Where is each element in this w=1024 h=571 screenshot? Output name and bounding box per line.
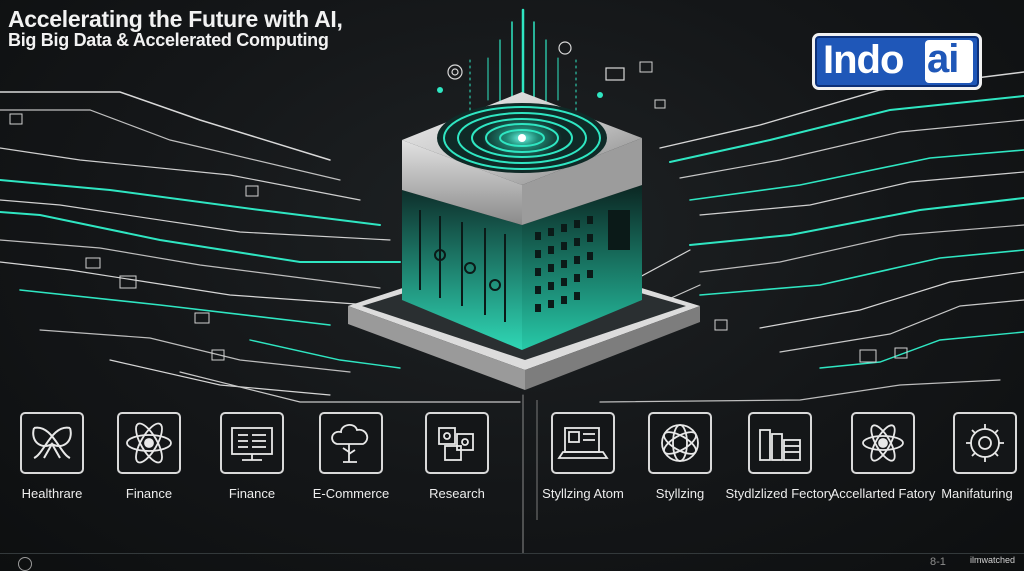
- cubes-icon: [438, 427, 474, 461]
- industry-label: Manifaturing: [941, 486, 1013, 501]
- industry-tile-accelerated-factory: [851, 412, 915, 474]
- industry-label: Styllzing: [655, 486, 705, 501]
- books-icon: [759, 429, 801, 461]
- atom-icon: [862, 424, 904, 462]
- processor-cube: [402, 185, 642, 350]
- industry-label: Finance: [228, 486, 276, 501]
- footer-circle-icon: [18, 557, 32, 571]
- left-circuit-traces: [0, 91, 521, 403]
- industry-tile-styllzing: [648, 412, 712, 474]
- tree-icon: [331, 424, 369, 463]
- industry-label: Finance: [125, 486, 173, 501]
- right-circuit-traces: [469, 61, 1024, 403]
- industry-label: Stydlzlized Fectory: [725, 486, 835, 501]
- knot-icon: [32, 426, 72, 459]
- gear-icon: [966, 424, 1004, 462]
- industry-tile-finance-2: [220, 412, 284, 474]
- industry-label: E-Commerce: [312, 486, 390, 501]
- laptop-icon: [557, 427, 609, 459]
- footer-brand: ilmwatched: [970, 555, 1016, 565]
- floating-icons: [437, 41, 625, 98]
- industry-tile-finance: [117, 412, 181, 474]
- footer-divider: [0, 553, 1024, 554]
- industry-tile-styllzing-atom: [551, 412, 615, 474]
- vertical-beams: [469, 8, 577, 554]
- industry-label: Styllzing Atom: [542, 486, 624, 501]
- industry-label: Research: [429, 486, 485, 501]
- industry-tile-research: [425, 412, 489, 474]
- sphere-icon: [661, 424, 699, 462]
- footer-page-marker: 8-1: [930, 556, 946, 568]
- industry-tile-healthcare: [20, 412, 84, 474]
- logo-text-indo: Indo: [823, 38, 904, 82]
- industry-label: Healthrare: [21, 486, 83, 501]
- industry-tile-factory: [748, 412, 812, 474]
- monitor-icon: [231, 427, 273, 461]
- headline-line-1: Accelerating the Future with AI,: [8, 6, 343, 32]
- logo-text-ai: ai: [927, 37, 959, 81]
- headline-line-2: Big Big Data & Accelerated Computing: [8, 30, 329, 50]
- logo-ai-box: ai: [925, 37, 973, 83]
- industry-tile-manufacturing: [953, 412, 1017, 474]
- brand-logo: Indo ai: [812, 33, 982, 90]
- industry-label: Accellarted Fatory: [830, 486, 936, 501]
- industry-tile-ecommerce: [319, 412, 383, 474]
- atom-icon: [126, 422, 172, 464]
- chip-top-plate: [402, 92, 642, 225]
